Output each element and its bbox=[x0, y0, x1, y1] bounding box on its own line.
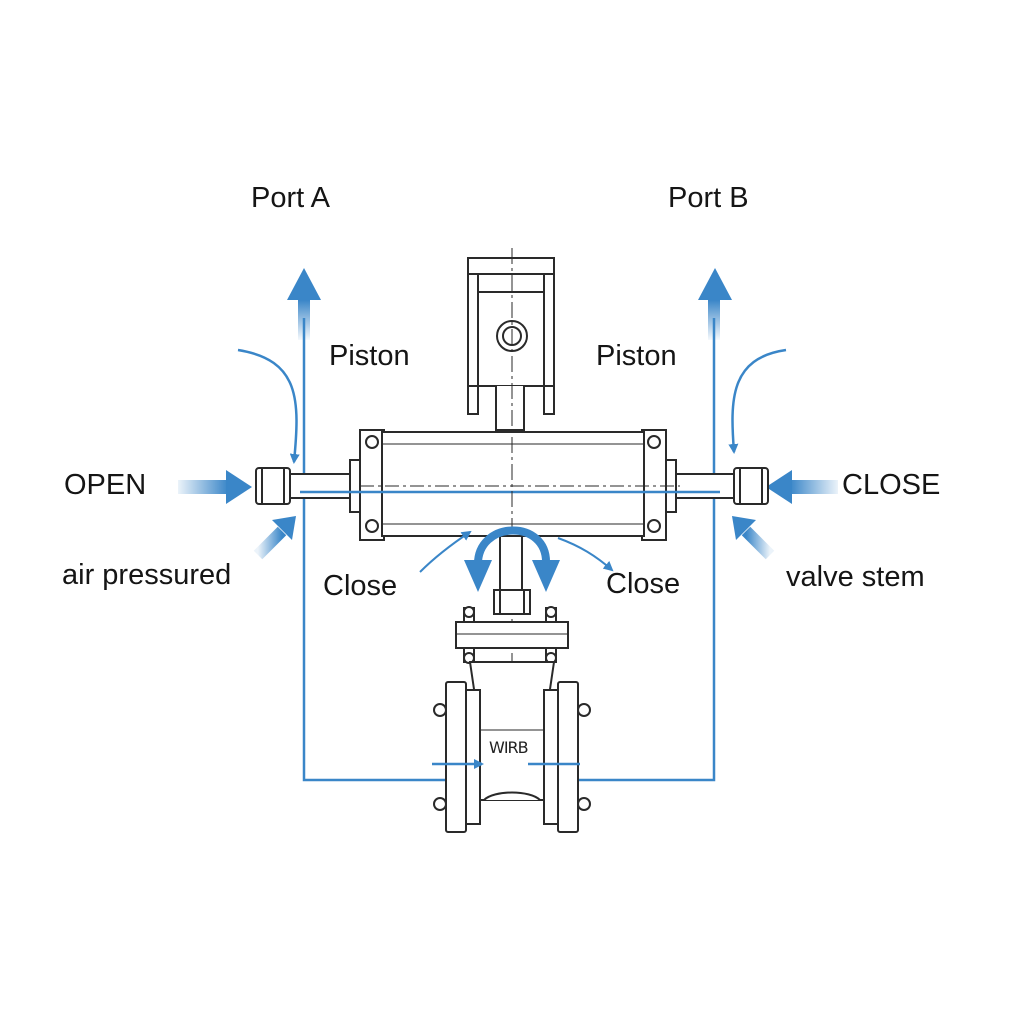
left-port-fitting bbox=[255, 459, 365, 513]
right-pipe-flange bbox=[543, 681, 591, 833]
open-label: OPEN bbox=[64, 469, 147, 501]
port-b-label: Port B bbox=[668, 182, 749, 214]
left-pipe-flange bbox=[433, 681, 481, 833]
close-left-pointer bbox=[419, 530, 472, 573]
close-label: CLOSE bbox=[842, 469, 941, 501]
close-center-right-label: Close bbox=[606, 568, 681, 600]
port-a-label: Port A bbox=[251, 182, 330, 214]
port-a-arrow bbox=[287, 268, 321, 340]
close-flow-arrow bbox=[766, 470, 838, 504]
piston-label-right: Piston bbox=[596, 340, 677, 372]
rotation-arrow-right-head bbox=[532, 560, 560, 592]
valve-stem-arrow bbox=[732, 516, 775, 560]
valve-body bbox=[466, 661, 558, 801]
open-flow-arrow bbox=[178, 470, 252, 504]
close-right-pointer bbox=[557, 537, 614, 572]
left-curve-arrow bbox=[237, 348, 300, 464]
actuator-cylinder bbox=[359, 429, 667, 541]
top-indicator-housing bbox=[467, 257, 555, 431]
rotation-arrows bbox=[473, 526, 551, 570]
piston-label-left: Piston bbox=[329, 340, 410, 372]
port-b-arrow bbox=[698, 268, 732, 340]
valve-stem-label: valve stem bbox=[786, 561, 925, 593]
end-cap-bolts bbox=[365, 435, 661, 533]
valve-body-marking: WIRB bbox=[489, 738, 529, 757]
air-pressured-arrow bbox=[253, 516, 296, 560]
close-left-label: Close bbox=[323, 570, 398, 602]
rotation-arrow-left-head bbox=[464, 560, 492, 592]
air-pressured-label: air pressured bbox=[62, 559, 232, 591]
valve-stem bbox=[493, 535, 531, 615]
right-curve-arrow bbox=[728, 348, 787, 454]
